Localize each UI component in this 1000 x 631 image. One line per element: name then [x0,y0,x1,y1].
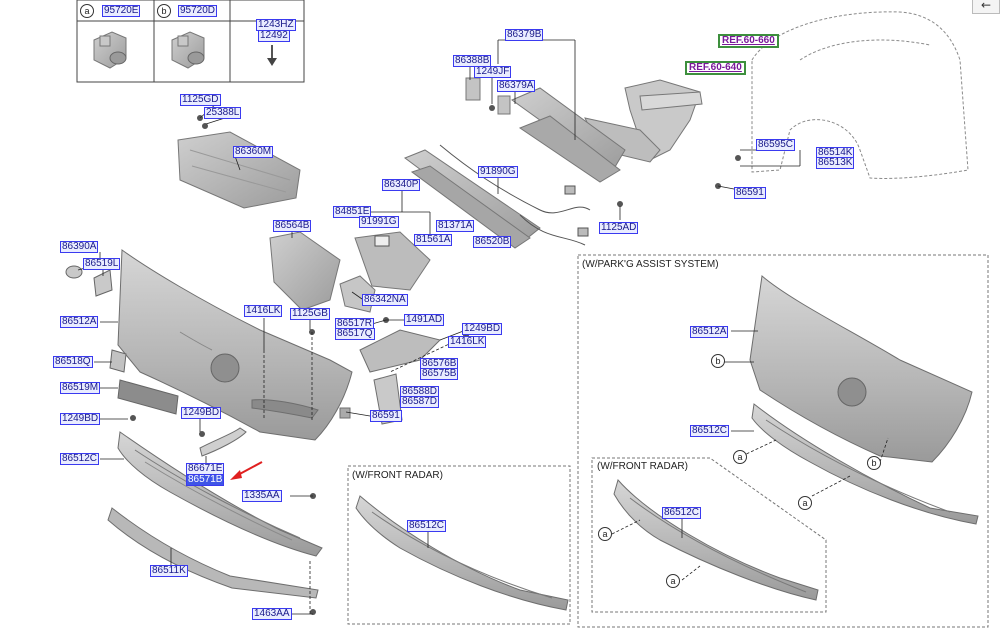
part-label-86671e[interactable]: 86671E [186,463,225,475]
part-label-86591-mid[interactable]: 86591 [370,410,402,422]
part-label-86511k[interactable]: 86511K [150,565,188,577]
part-label-86379b[interactable]: 86379B [505,29,544,41]
marker-b-park: b [711,354,725,368]
inner-radar-panel-title: (W/FRONT RADAR) [597,461,688,472]
part-label-86519m[interactable]: 86519M [60,382,101,394]
part-label-86587d[interactable]: 86587D [400,396,440,408]
part-label-1125ad[interactable]: 1125AD [599,222,639,234]
part-label-1249jf[interactable]: 1249JF [474,66,512,78]
part-label-86379a[interactable]: 86379A [497,80,536,92]
part-label-91991g[interactable]: 91991G [359,216,399,228]
emblem [65,265,113,297]
sensor-95720e-image [93,31,127,69]
part-label-86512a[interactable]: 86512A [60,316,99,328]
grille-bracket [269,231,341,311]
part-label-1125gd[interactable]: 1125GD [180,94,221,106]
lower-lip [107,507,319,599]
part-label-1416lk-b[interactable]: 1416LK [448,336,487,348]
part-label-86518q[interactable]: 86518Q [53,356,93,368]
part-label-12492[interactable]: 12492 [258,30,290,42]
part-label-86390a[interactable]: 86390A [60,241,99,253]
upper-bracket-86360m [177,131,301,209]
part-label-86512c[interactable]: 86512C [60,453,100,465]
part-label-86342na[interactable]: 86342NA [362,294,408,306]
part-label-1416lk-a[interactable]: 1416LK [244,305,283,317]
part-label-86513k[interactable]: 86513K [816,157,855,169]
garnish-strip [199,427,247,457]
legend-marker-b: b [157,4,171,18]
sensor-95720d-image [171,31,205,69]
part-label-84851e[interactable]: 84851E [333,206,372,218]
front-radar-panel [347,465,571,625]
part-label-1491ad[interactable]: 1491AD [404,314,445,326]
back-arrow-icon[interactable]: ← [972,0,1000,14]
mount-bracket [354,231,431,291]
part-label-86512c-park[interactable]: 86512C [690,425,730,437]
part-label-86512c-radar[interactable]: 86512C [407,520,447,532]
energy-absorber [403,149,541,249]
part-label-86575b[interactable]: 86575B [420,368,459,380]
marker-a-park-1: a [733,450,747,464]
part-label-1335aa[interactable]: 1335AA [242,490,282,502]
part-label-91890g[interactable]: 91890G [478,166,518,178]
part-label-86512c-inner[interactable]: 86512C [662,507,702,519]
marker-a-park-2: a [798,496,812,510]
part-label-1249bd-mid[interactable]: 1249BD [181,407,222,419]
wiring-harness [439,144,591,246]
part-label-86360m[interactable]: 86360M [233,146,274,158]
front-radar-panel-title: (W/FRONT RADAR) [352,470,443,481]
marker-a-inner-2: a [666,574,680,588]
part-label-86512a-park[interactable]: 86512A [690,326,729,338]
part-label-86519l[interactable]: 86519L [83,258,121,270]
part-label-86591-top[interactable]: 86591 [734,187,766,199]
part-label-1125gb[interactable]: 1125GB [290,308,330,320]
part-label-1463aa[interactable]: 1463AA [252,608,292,620]
legend-marker-a: a [80,4,94,18]
fender-outline [751,11,969,179]
parking-assist-panel [577,254,989,628]
part-label-95720e[interactable]: 95720E [102,5,141,17]
part-label-1249bd-left[interactable]: 1249BD [60,413,101,425]
part-label-86595c[interactable]: 86595C [756,139,796,151]
part-label-86388b[interactable]: 86388B [453,55,492,67]
part-label-86517q[interactable]: 86517Q [335,328,375,340]
part-label-1249bd-right[interactable]: 1249BD [462,323,503,335]
part-label-95720d[interactable]: 95720D [178,5,218,17]
part-label-81561a[interactable]: 81561A [414,234,453,246]
part-label-86564b[interactable]: 86564B [273,220,312,232]
part-label-86340p[interactable]: 86340P [382,179,421,191]
ref-60-640[interactable]: REF.60-640 [685,61,746,75]
bracket-assembly [584,79,703,163]
part-label-25388l[interactable]: 25388L [204,107,242,119]
ref-60-660[interactable]: REF.60-660 [718,34,779,48]
bolt-image [267,45,277,66]
part-label-81371a[interactable]: 81371A [436,220,475,232]
part-label-86520b[interactable]: 86520B [473,236,512,248]
license-plate-bracket [109,349,179,415]
marker-b-park-2: b [867,456,881,470]
parking-assist-panel-title: (W/PARK'G ASSIST SYSTEM) [582,259,719,270]
marker-a-inner-1: a [598,527,612,541]
bumper-cover-main [117,249,353,441]
part-label-86571b-highlighted[interactable]: 86571B [186,474,225,486]
bumper-beam-upper [465,77,626,183]
highlight-arrow [230,461,263,480]
